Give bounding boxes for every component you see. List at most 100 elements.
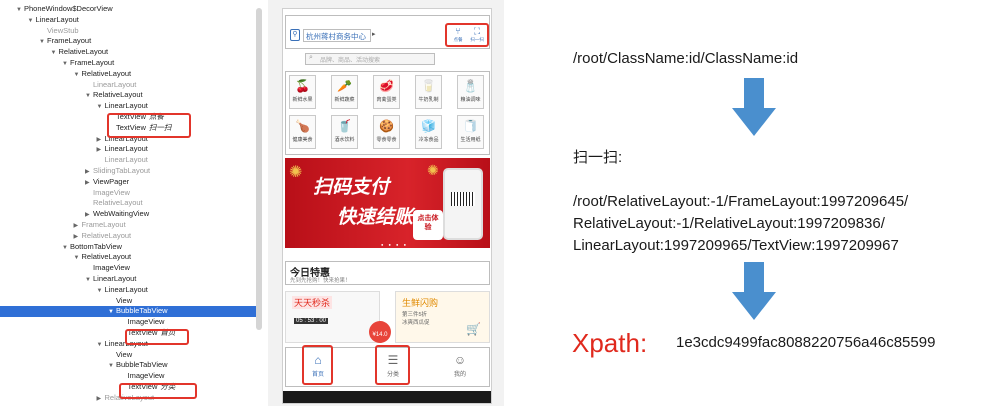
deal-card-left[interactable]: 天天秒杀 05 : 53 : 00 — [285, 291, 380, 343]
tree-node[interactable]: ImageView — [0, 317, 262, 328]
tree-node[interactable]: ▼FrameLayout — [0, 36, 262, 47]
scan-button[interactable]: ⛶ 扫一扫 — [469, 25, 485, 45]
tree-node[interactable]: ImageView — [0, 263, 262, 274]
tree-node[interactable]: ▶SlidingTabLayout — [0, 166, 262, 177]
tree-node[interactable]: ▶RelativeLayout — [0, 231, 262, 242]
tree-node[interactable]: ImageView — [0, 371, 262, 382]
tree-node-label: FrameLayout — [81, 220, 126, 229]
tree-node-text: 分类 — [160, 382, 176, 391]
expand-down-icon[interactable]: ▼ — [50, 50, 57, 57]
expand-down-icon[interactable]: ▼ — [73, 255, 80, 262]
scan-button-label: 扫一扫 — [470, 37, 484, 42]
search-bar[interactable]: ⌕ 品牌、商品、活动搜索 — [305, 53, 435, 65]
scan-icon: ⛶ — [473, 26, 481, 36]
category-item[interactable]: 🥩肉禽蛋类 — [373, 75, 400, 109]
expand-down-icon[interactable]: ▼ — [108, 363, 114, 370]
expand-right-icon[interactable]: ▶ — [85, 212, 90, 219]
category-label: 牛奶乳制 — [418, 97, 439, 103]
category-item[interactable]: 🧻生活用纸 — [457, 115, 484, 149]
tree-node[interactable]: LinearLayout — [0, 155, 262, 166]
tree-node[interactable]: ▼PhoneWindow$DecorView — [0, 4, 262, 15]
category-item[interactable]: 🍒新鲜水果 — [289, 75, 316, 109]
try-badge[interactable]: 点击体验 — [413, 210, 443, 240]
category-item[interactable]: 🥤酒水饮料 — [331, 115, 358, 149]
tree-node[interactable]: ▶LinearLayout — [0, 144, 262, 155]
tree-node[interactable]: ▼RelativeLayout — [0, 252, 262, 263]
tree-scrollbar[interactable] — [256, 8, 262, 330]
expand-down-icon[interactable]: ▼ — [96, 104, 103, 111]
expand-down-icon[interactable]: ▼ — [39, 39, 45, 46]
category-item[interactable]: 🧊冷冻食品 — [415, 115, 442, 149]
category-item[interactable]: 🍗健康美食 — [289, 115, 316, 149]
expand-down-icon[interactable]: ▼ — [62, 61, 68, 67]
today-subtitle: 先到先抢购！快来抢果！ — [290, 278, 351, 284]
order-button[interactable]: ⑂ 点餐 — [450, 25, 466, 45]
deal-card-right[interactable]: 生鲜闪购 第三件5折 冰爽西瓜促 🛒 — [395, 291, 490, 343]
expand-down-icon[interactable]: ▼ — [62, 244, 68, 251]
tree-node[interactable]: ImageView — [0, 188, 262, 199]
expand-down-icon[interactable]: ▼ — [73, 71, 80, 78]
tree-node[interactable]: ▶LinearLayout — [0, 134, 262, 145]
tree-node[interactable]: RelativeLayout — [0, 198, 262, 209]
expand-right-icon[interactable]: ▶ — [85, 169, 90, 175]
expand-right-icon[interactable]: ▶ — [73, 223, 79, 229]
highlight-box-tab-category — [375, 345, 410, 385]
tab-profile[interactable]: ☺ 我的 — [441, 351, 479, 385]
list-icon: ☰ — [387, 353, 399, 367]
tree-node-label: LinearLayout — [93, 79, 137, 89]
tree-node[interactable]: ▼RelativeLayout — [0, 47, 262, 58]
location-label[interactable]: 杭州蒋村商务中心 — [303, 29, 371, 42]
expand-down-icon[interactable]: ▼ — [27, 17, 34, 24]
tree-node[interactable]: ViewStub — [0, 26, 262, 37]
expand-right-icon[interactable]: ▶ — [96, 395, 102, 402]
tree-node[interactable]: ▼BottomTabView — [0, 242, 262, 253]
expand-right-icon[interactable]: ▶ — [73, 233, 79, 240]
expand-down-icon[interactable]: ▼ — [96, 287, 103, 294]
tree-node-label: ImageView — [127, 317, 165, 327]
tree-node[interactable]: ▶FrameLayout — [0, 220, 262, 231]
tree-node[interactable]: ▶WebWaitingView — [0, 209, 262, 220]
tree-node[interactable]: ▼FrameLayout — [0, 58, 262, 69]
highlight-box-tab-home — [302, 345, 333, 385]
deal-left-title: 天天秒杀 — [292, 296, 333, 309]
category-item[interactable]: 🧂粮油调味 — [457, 75, 484, 109]
tree-node[interactable]: ▼BubbleTabView — [0, 360, 262, 371]
promo-banner[interactable]: ✺ ✺ 扫码支付 快速结账 点击体验 ● ● ● ● — [285, 158, 490, 248]
highlight-box-top-buttons — [445, 23, 489, 47]
tab-category[interactable]: ☰ 分类 — [374, 351, 412, 385]
tree-node[interactable]: ▶ViewPager — [0, 177, 262, 188]
tree-node[interactable]: ▼LinearLayout — [0, 274, 262, 285]
bottom-strip — [283, 391, 491, 403]
tree-node[interactable]: View — [0, 350, 262, 361]
expand-right-icon[interactable]: ▶ — [85, 179, 90, 186]
search-icon: ⌕ — [309, 54, 313, 61]
category-item[interactable]: 🥕新鲜蔬菜 — [331, 75, 358, 109]
home-icon: ⌂ — [314, 353, 322, 367]
expand-down-icon[interactable]: ▼ — [16, 7, 22, 13]
tree-node[interactable]: ▼LinearLayout — [0, 15, 262, 26]
tab-home[interactable]: ⌂ 首页 — [299, 351, 337, 385]
expand-right-icon[interactable]: ▶ — [96, 147, 102, 154]
expand-down-icon[interactable]: ▼ — [85, 93, 91, 100]
expand-down-icon[interactable]: ▼ — [96, 341, 103, 348]
expand-down-icon[interactable]: ▼ — [108, 309, 114, 316]
tree-node[interactable]: ▼LinearLayout — [0, 101, 262, 112]
category-item[interactable]: 🍪零食零食 — [373, 115, 400, 149]
tree-node[interactable]: ▼BubbleTabView — [0, 306, 262, 318]
tree-node[interactable]: ▼LinearLayout — [0, 285, 262, 296]
tree-node[interactable]: LinearLayout — [0, 80, 262, 91]
expand-down-icon[interactable]: ▼ — [85, 277, 91, 283]
tree-node-label: LinearLayout — [104, 133, 148, 143]
tree-node[interactable]: View — [0, 296, 262, 307]
tree-node[interactable]: ▼RelativeLayout — [0, 90, 262, 101]
path-line-3: LinearLayout:1997209965/TextView:1997209… — [573, 237, 899, 254]
tree-node-label: WebWaitingView — [93, 209, 150, 219]
expand-right-icon[interactable]: ▶ — [96, 136, 102, 143]
tree-node-label: RelativeLayout — [81, 68, 132, 78]
tree-node[interactable]: ▼RelativeLayout — [0, 69, 262, 80]
category-item[interactable]: 🥛牛奶乳制 — [415, 75, 442, 109]
